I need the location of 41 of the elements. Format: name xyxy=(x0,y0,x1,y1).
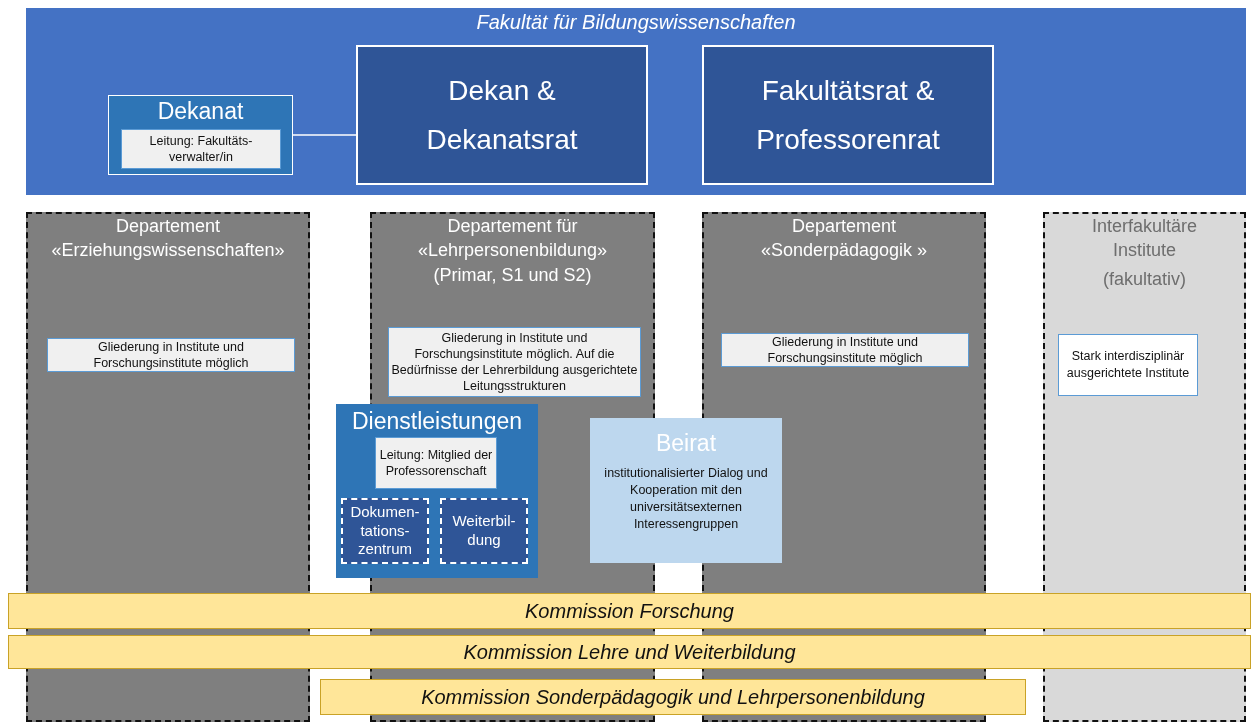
box-text: Kommission Lehre und Weiterbildung xyxy=(463,640,796,664)
faculty-title: Fakultät für Bildungswissenschaften xyxy=(475,10,797,34)
unit-box xyxy=(341,498,429,564)
box-heading: Fakultätsrat & Professorenrat xyxy=(755,74,941,157)
box-text: Weiterbil- dung xyxy=(451,512,517,550)
column-subheading: (fakultativ) xyxy=(1102,267,1187,290)
column-heading: Interfakultäre Institute xyxy=(1090,215,1199,263)
note-box xyxy=(375,437,497,489)
column-subheading: (Primar, S1 und S2) xyxy=(432,263,593,287)
note-box xyxy=(121,129,281,169)
commission-band xyxy=(8,635,1251,669)
note-box xyxy=(1058,334,1198,396)
box-text: Leitung: Fakultäts- verwalter/in xyxy=(148,132,254,166)
box-text: Gliederung in Institute und Forschungsinstitute möglich. Auf die Bedürfnisse der Lehrerbildung ausgerichtete Leitungsstrukturen xyxy=(390,329,639,395)
box-heading: Dienstleistungen xyxy=(350,407,524,435)
column-heading: Departement für «Lehrpersonenbildung» xyxy=(416,215,609,263)
box-text: Dokumen- tations- zentrum xyxy=(349,502,421,560)
box-heading: Dekan & Dekanatsrat xyxy=(425,74,579,157)
dean-office-box xyxy=(108,95,293,175)
box-text: Kommission Sonderpädagogik und Lehrpersonenbildung xyxy=(421,685,925,709)
service-box xyxy=(336,404,538,578)
note-box xyxy=(47,338,295,372)
note-box xyxy=(721,333,969,367)
council-box xyxy=(702,45,994,185)
commission-band xyxy=(320,679,1026,715)
box-text: Kommission Forschung xyxy=(525,599,734,623)
box-text: institutionalisierter Dialog und Kooperation mit den universitätsexternen Interessengruppen xyxy=(603,465,769,533)
column-heading: Departement «Sonderpädagogik » xyxy=(759,215,929,263)
faculty-band xyxy=(26,8,1246,195)
connector-line xyxy=(292,134,357,136)
advisory-board-box xyxy=(590,418,782,563)
box-heading: Dekanat xyxy=(156,97,245,125)
box-text: Gliederung in Institute und Forschungsinstitute möglich xyxy=(766,333,924,367)
box-text: Stark interdisziplinär ausgerichtete Institute xyxy=(1065,348,1191,382)
column-heading: Departement «Erziehungswissenschaften» xyxy=(50,215,286,263)
commission-band xyxy=(8,593,1251,629)
unit-box xyxy=(440,498,528,564)
box-heading: Beirat xyxy=(654,429,718,457)
box-text: Leitung: Mitglied der Professorenschaft xyxy=(378,446,494,480)
council-box xyxy=(356,45,648,185)
box-text: Gliederung in Institute und Forschungsinstitute möglich xyxy=(92,338,250,372)
